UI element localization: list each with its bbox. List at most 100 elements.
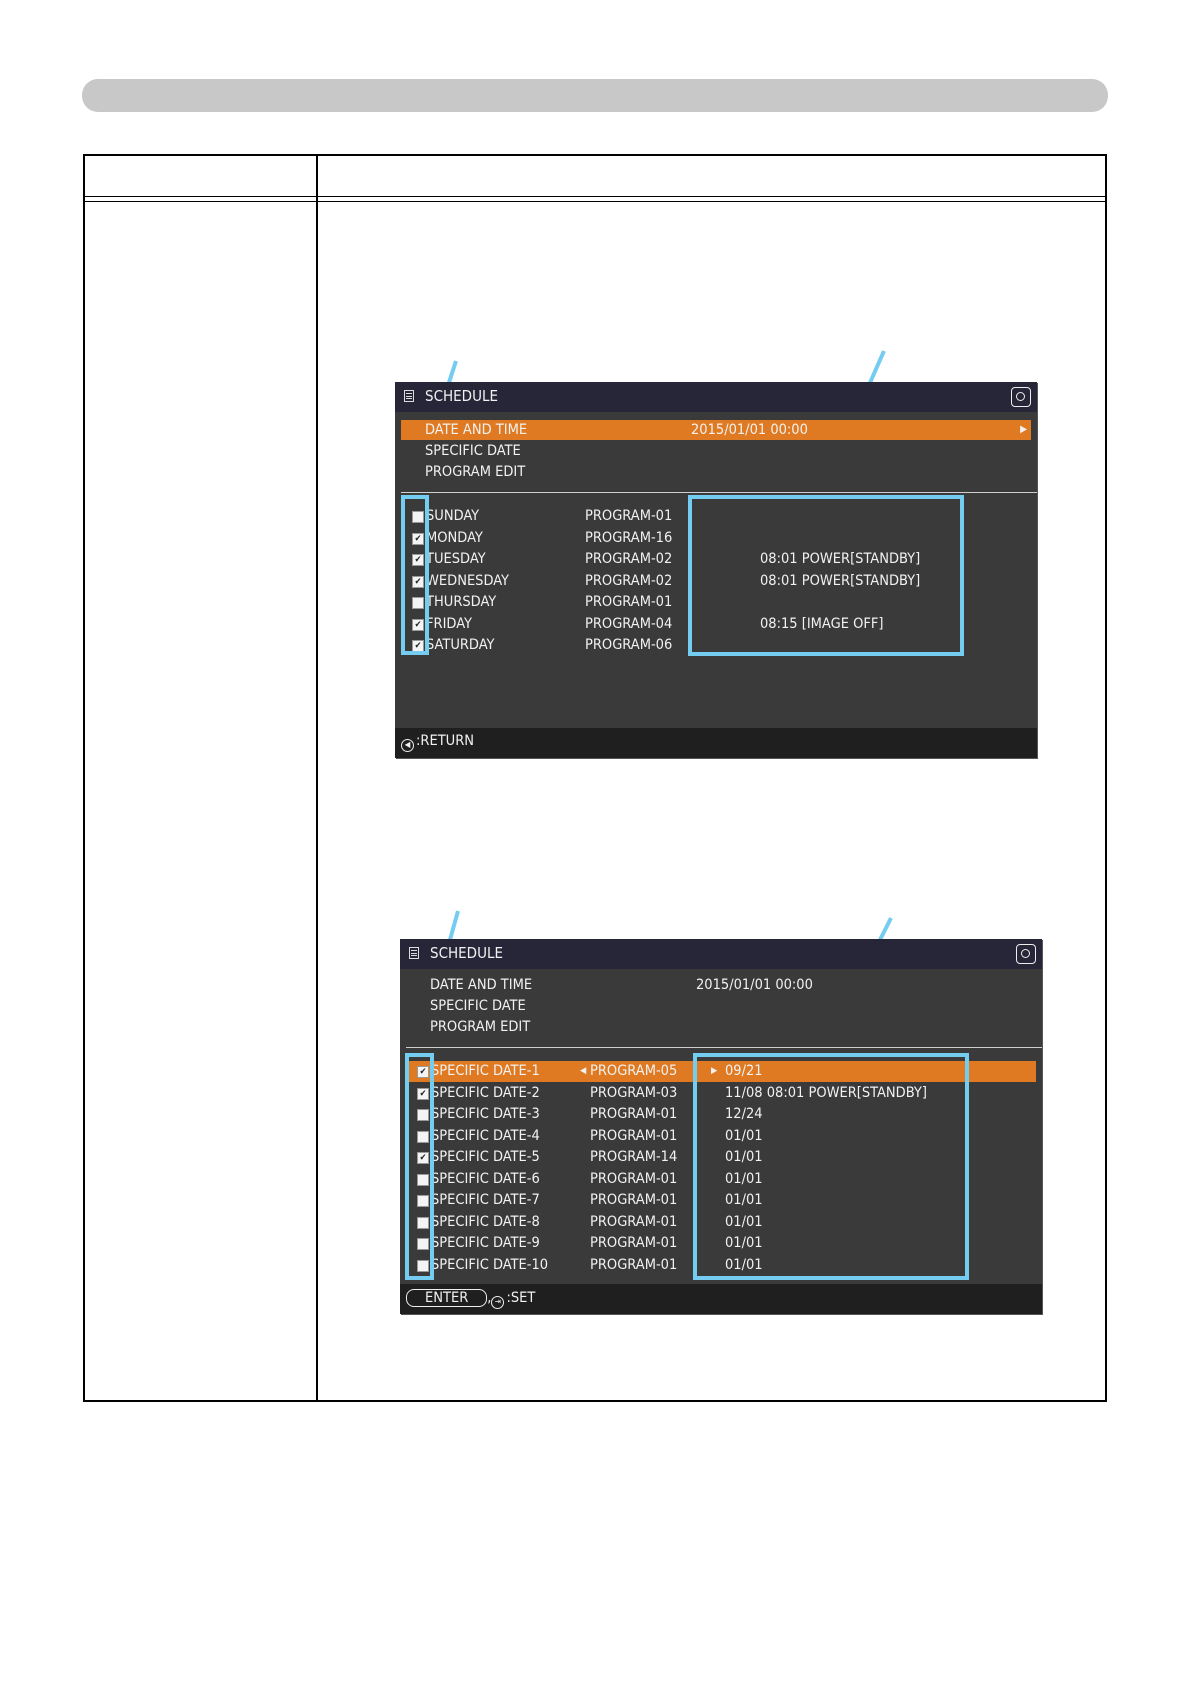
- menu-label: DATE AND TIME: [425, 422, 528, 438]
- row-name: SPECIFIC DATE-8: [431, 1213, 540, 1230]
- dialog-footer: ENTER,⇥:SET: [400, 1284, 1042, 1314]
- dialog-title: SCHEDULE: [425, 387, 498, 405]
- list-row[interactable]: SUNDAY PROGRAM-01: [395, 506, 1037, 527]
- row-checkbox[interactable]: [412, 511, 424, 523]
- menu-item-date-and-time[interactable]: DATE AND TIME 2015/01/01 00:00 ▶: [401, 420, 1031, 440]
- menu-label: PROGRAM EDIT: [430, 1019, 531, 1035]
- cycle-icon[interactable]: [1011, 387, 1031, 407]
- row-info: 11/08 08:01 POWER[STANDBY]: [725, 1084, 927, 1101]
- row-program: PROGRAM-01: [590, 1106, 678, 1122]
- list-row[interactable]: ✔SATURDAY PROGRAM-06: [395, 635, 1037, 656]
- row-checkbox[interactable]: ✔: [417, 1152, 429, 1164]
- row-checkbox[interactable]: ✔: [412, 640, 424, 652]
- row-program: PROGRAM-03: [590, 1084, 678, 1101]
- row-checkbox[interactable]: ✔: [412, 532, 424, 545]
- row-name: SATURDAY: [426, 637, 495, 653]
- program-info-highlight: [693, 1053, 969, 1280]
- dialog-title: SCHEDULE: [430, 944, 503, 962]
- row-info: 01/01: [725, 1127, 763, 1144]
- row-checkbox[interactable]: [417, 1130, 429, 1143]
- row-checkbox[interactable]: [417, 1173, 429, 1186]
- row-name: FRIDAY: [426, 615, 472, 632]
- row-info: 01/01: [725, 1235, 763, 1251]
- row-info: 08:15 [IMAGE OFF]: [760, 615, 884, 632]
- row-name: SUNDAY: [426, 508, 480, 524]
- header-divider: [85, 196, 1105, 197]
- enter-button[interactable]: ENTER: [406, 1289, 488, 1307]
- row-checkbox[interactable]: [417, 1259, 429, 1272]
- row-name: SPECIFIC DATE-4: [431, 1127, 540, 1144]
- row-program: PROGRAM-01: [590, 1256, 678, 1273]
- list-row[interactable]: SPECIFIC DATE-4 PROGRAM-01 01/01: [400, 1126, 1042, 1147]
- header-divider-double: [85, 201, 1105, 202]
- list-row[interactable]: ✔TUESDAY PROGRAM-02 08:01 POWER[STANDBY]: [395, 549, 1037, 570]
- menu-item-specific-date[interactable]: SPECIFIC DATE: [406, 996, 1036, 1016]
- dialog-footer: ◀:RETURN: [395, 728, 1037, 758]
- row-checkbox[interactable]: ✔: [412, 554, 424, 566]
- arrow-right-icon[interactable]: ▶: [711, 1066, 718, 1076]
- row-program: PROGRAM-01: [590, 1213, 678, 1230]
- row-checkbox[interactable]: ✔: [412, 618, 424, 631]
- menu-item-program-edit[interactable]: PROGRAM EDIT: [401, 462, 1031, 482]
- set-hint: :SET: [506, 1290, 536, 1306]
- row-checkbox[interactable]: [417, 1109, 429, 1121]
- row-name: SPECIFIC DATE-5: [431, 1149, 540, 1165]
- row-program: PROGRAM-06: [585, 637, 673, 653]
- row-name: TUESDAY: [426, 551, 486, 567]
- row-checkbox[interactable]: [412, 597, 424, 609]
- row-checkbox[interactable]: [417, 1238, 429, 1250]
- row-checkbox[interactable]: [417, 1216, 429, 1229]
- row-name: MONDAY: [426, 529, 483, 546]
- row-program: PROGRAM-02: [585, 551, 673, 567]
- row-info: 01/01: [725, 1192, 763, 1208]
- row-name: WEDNESDAY: [426, 572, 510, 589]
- checkbox-column-highlight: [405, 1053, 434, 1280]
- row-checkbox[interactable]: ✔: [417, 1087, 429, 1100]
- divider: [406, 1047, 1042, 1048]
- row-program: PROGRAM-05: [590, 1063, 678, 1079]
- menu-item-program-edit[interactable]: PROGRAM EDIT: [406, 1017, 1036, 1037]
- manual-table: [83, 154, 1107, 1402]
- row-program: PROGRAM-01: [590, 1235, 678, 1251]
- list-row[interactable]: SPECIFIC DATE-9 PROGRAM-01 01/01: [400, 1233, 1042, 1254]
- list-row[interactable]: ✔SPECIFIC DATE-2 PROGRAM-03 11/08 08:01 PO…: [400, 1083, 1042, 1104]
- row-info: 08:01 POWER[STANDBY]: [760, 551, 921, 567]
- row-name: SPECIFIC DATE-9: [431, 1235, 540, 1251]
- row-program: PROGRAM-01: [590, 1127, 678, 1144]
- menu-label: SPECIFIC DATE: [425, 443, 521, 459]
- row-program: PROGRAM-01: [590, 1170, 678, 1187]
- calendar-icon: [409, 947, 419, 959]
- row-checkbox[interactable]: ✔: [417, 1066, 429, 1078]
- divider: [401, 492, 1037, 493]
- row-info: 01/01: [725, 1170, 763, 1187]
- cycle-icon[interactable]: [1016, 944, 1036, 964]
- menu-value: 2015/01/01 00:00: [696, 977, 813, 993]
- menu-value: 2015/01/01 00:00: [691, 422, 808, 438]
- menu-item-date-and-time[interactable]: DATE AND TIME 2015/01/01 00:00: [406, 975, 1036, 995]
- row-checkbox[interactable]: ✔: [412, 575, 424, 588]
- row-program: PROGRAM-01: [585, 508, 673, 524]
- row-info: 01/01: [725, 1256, 763, 1273]
- return-hint[interactable]: :RETURN: [416, 733, 475, 749]
- row-name: SPECIFIC DATE-1: [431, 1063, 540, 1079]
- row-name: SPECIFIC DATE-2: [431, 1084, 540, 1101]
- row-program: PROGRAM-01: [585, 594, 673, 610]
- menu-item-specific-date[interactable]: SPECIFIC DATE: [401, 441, 1031, 461]
- schedule-dialog-specific-date: SCHEDULE DATE AND TIME 2015/01/01 00:00 …: [400, 939, 1042, 1314]
- row-name: SPECIFIC DATE-7: [431, 1192, 540, 1208]
- row-checkbox[interactable]: [417, 1195, 429, 1207]
- dialog-title-bar: SCHEDULE: [400, 939, 1042, 969]
- arrow-left-icon[interactable]: ◀: [580, 1066, 587, 1076]
